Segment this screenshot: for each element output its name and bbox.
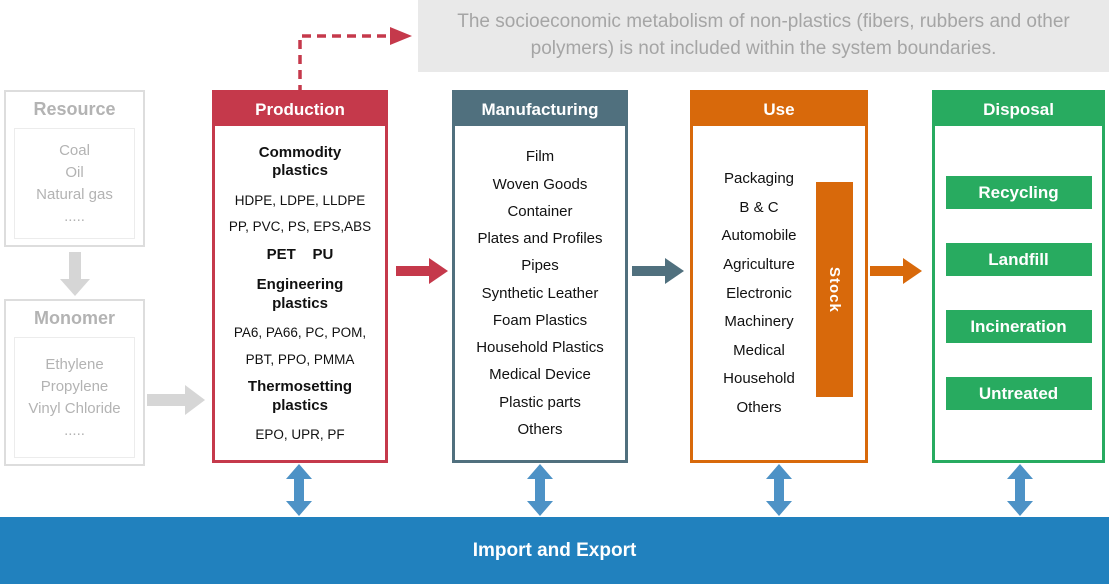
resource-item: Coal — [59, 142, 90, 159]
arrow-use-to-disposal — [870, 258, 922, 284]
dashed-arrow-production-to-note — [298, 27, 412, 94]
manufacturing-item: Others — [517, 420, 563, 438]
resource-title: Resource — [33, 99, 116, 119]
production-group-line: EPO, UPR, PF — [255, 427, 345, 443]
system-boundary-note-text: The socioeconomic metabolism of non-plas… — [457, 11, 1070, 59]
arrow-production-to-manufacturing — [396, 258, 448, 284]
use-item: Packaging — [723, 170, 795, 187]
monomer-box: Monomer Ethylene Propylene Vinyl Chlorid… — [4, 299, 145, 466]
use-items: Packaging B & C Automobile Agriculture E… — [699, 170, 819, 416]
manufacturing-header: Manufacturing — [455, 93, 625, 126]
resource-item: Natural gas — [36, 186, 113, 203]
manufacturing-item: Foam Plastics — [492, 311, 588, 329]
resource-panel: Coal Oil Natural gas ..... — [14, 128, 135, 239]
resource-item: ..... — [64, 208, 85, 225]
use-item: Machinery — [724, 313, 794, 331]
arrow-resource-to-monomer — [60, 252, 90, 296]
monomer-panel: Ethylene Propylene Vinyl Chloride ..... — [14, 337, 135, 458]
production-group-line: PA6, PA66, PC, POM, — [233, 325, 367, 341]
use-item: Electronic — [726, 284, 792, 302]
use-item: B & C — [739, 198, 779, 216]
disposal-option-recycling: Recycling — [945, 176, 1092, 209]
double-arrow-production-import-export — [286, 464, 312, 516]
manufacturing-item: Synthetic Leather — [481, 284, 599, 302]
manufacturing-item: Pipes — [521, 257, 559, 275]
production-group-line: HDPE, LDPE, LLDPE — [234, 192, 366, 208]
import-export-label: Import and Export — [472, 539, 637, 561]
double-arrow-disposal-import-export — [1007, 464, 1033, 516]
resource-box: Resource Coal Oil Natural gas ..... — [4, 90, 145, 247]
arrow-manufacturing-to-use — [632, 258, 684, 284]
manufacturing-item: Plates and Profiles — [477, 230, 603, 247]
use-header: Use — [693, 93, 865, 126]
import-export-bar: Import and Export — [0, 517, 1109, 584]
manufacturing-item: Film — [525, 148, 555, 166]
production-group-heading: PET PU — [266, 245, 334, 263]
production-group-heading: Commodity plastics — [258, 143, 346, 180]
resource-item: Oil — [65, 164, 84, 181]
use-item: Medical — [733, 341, 785, 359]
manufacturing-item: Container — [507, 202, 573, 220]
production-box: Production Commodity plastics HDPE, LDPE… — [212, 90, 388, 463]
use-item: Household — [723, 370, 795, 388]
manufacturing-item: Woven Goods — [492, 175, 588, 193]
double-arrow-use-import-export — [766, 464, 792, 516]
disposal-option-untreated: Untreated — [945, 377, 1092, 410]
manufacturing-box: Manufacturing Film Woven Goods Container… — [452, 90, 628, 463]
monomer-title: Monomer — [34, 308, 115, 328]
disposal-option-incineration: Incineration — [945, 310, 1092, 343]
disposal-option-landfill: Landfill — [945, 243, 1092, 276]
disposal-box: Disposal Recycling Landfill Incineration… — [932, 90, 1105, 463]
manufacturing-item: Household Plastics — [476, 339, 604, 356]
manufacturing-item: Medical Device — [489, 366, 591, 384]
double-arrow-manufacturing-import-export — [527, 464, 553, 516]
use-item: Agriculture — [723, 255, 795, 273]
production-group-heading: Engineering plastics — [256, 276, 348, 312]
disposal-header: Disposal — [935, 93, 1102, 126]
use-box: Use Packaging B & C Automobile Agricultu… — [690, 90, 868, 463]
disposal-body: Recycling Landfill Incineration Untreate… — [935, 126, 1102, 460]
use-item: Others — [736, 399, 782, 416]
production-group-heading: Thermosetting plastics — [247, 378, 357, 414]
monomer-item: ..... — [64, 422, 85, 439]
use-item: Automobile — [721, 227, 797, 245]
arrow-monomer-to-production — [147, 385, 205, 415]
monomer-item: Ethylene — [45, 356, 104, 373]
use-body: Packaging B & C Automobile Agriculture E… — [693, 126, 865, 460]
production-header: Production — [215, 93, 385, 126]
production-group-line: PBT, PPO, PMMA — [245, 351, 355, 367]
monomer-item: Vinyl Chloride — [28, 400, 121, 417]
production-body: Commodity plastics HDPE, LDPE, LLDPE PP,… — [215, 126, 385, 460]
system-boundary-note: The socioeconomic metabolism of non-plas… — [418, 0, 1109, 72]
stock-box: Stock — [816, 182, 853, 397]
production-group-line: PP, PVC, PS, EPS,ABS — [228, 219, 372, 235]
manufacturing-body: Film Woven Goods Container Plates and Pr… — [455, 126, 625, 460]
manufacturing-item: Plastic parts — [499, 393, 581, 411]
monomer-item: Propylene — [40, 378, 109, 395]
